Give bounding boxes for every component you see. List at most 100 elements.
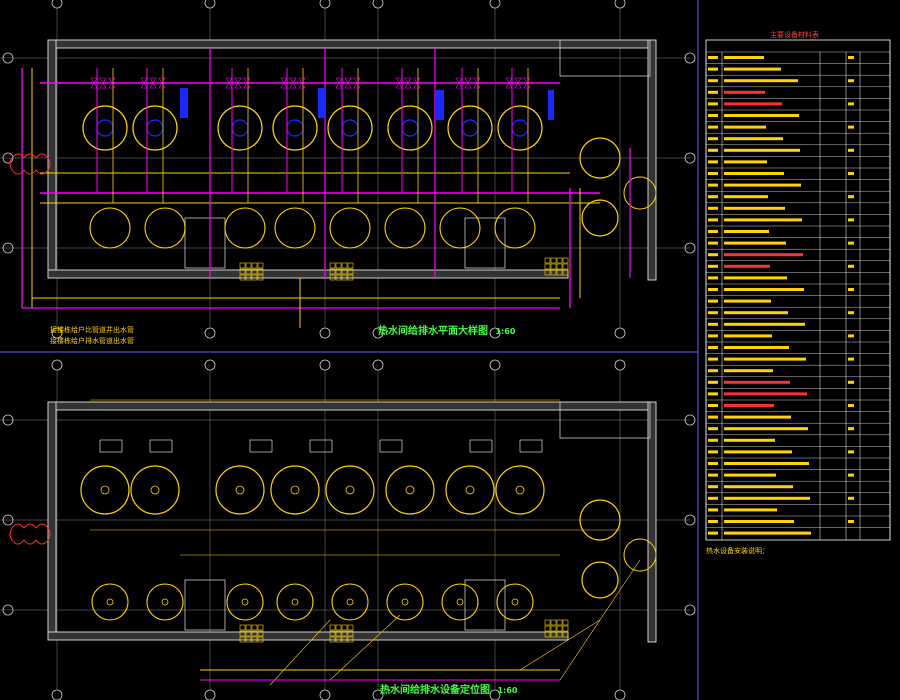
wall-bottom — [47, 631, 569, 641]
pump-icon — [245, 624, 252, 631]
water-tank-icon — [231, 119, 249, 137]
table-cell-text-mark — [708, 380, 718, 384]
pump-icon — [257, 636, 264, 643]
table-cell-text-mark — [848, 218, 854, 222]
grid-axis-bubble-icon — [319, 327, 331, 339]
water-tank-icon — [286, 119, 304, 137]
table-cell-text-mark — [708, 322, 718, 326]
table-cell-text-mark — [848, 195, 854, 199]
table-cell-text-mark — [724, 415, 791, 419]
water-tank-icon — [405, 485, 415, 495]
pump-icon — [347, 268, 354, 275]
valve-icon — [289, 77, 297, 89]
table-cell-text-mark — [708, 346, 718, 349]
water-tank-icon — [89, 207, 131, 249]
table-cell-text-mark — [708, 288, 718, 291]
water-tank-icon — [331, 583, 369, 621]
water-tank-icon — [495, 465, 545, 515]
pump-icon — [251, 262, 258, 269]
pump-icon — [239, 262, 246, 269]
water-tank-icon — [270, 465, 320, 515]
pump-icon — [544, 631, 551, 638]
table-cell-text-mark — [848, 427, 854, 431]
valve-icon — [99, 77, 107, 89]
table-cell-text-mark — [708, 531, 718, 535]
pump-icon — [251, 268, 258, 275]
grid-axis-bubble-icon — [614, 689, 626, 700]
water-tank-icon — [497, 105, 543, 151]
wall-left — [47, 401, 57, 641]
water-tank-icon — [327, 105, 373, 151]
water-tank-icon — [387, 105, 433, 151]
table-cell-text-mark — [708, 172, 718, 175]
valve-icon — [455, 77, 463, 89]
top-plan-title: 热水间给排水平面大样图 1:60 — [378, 322, 515, 337]
revision-cloud-icon — [9, 523, 51, 545]
table-cell-text-mark — [724, 79, 798, 83]
table-cell-text-mark — [724, 311, 788, 315]
equipment-tag-box — [309, 439, 333, 453]
equipment-table-footer-note: 热水设备安装说明： — [706, 547, 769, 555]
table-cell-text-mark — [708, 264, 718, 268]
grid-axis-bubble-icon — [372, 359, 384, 371]
pump-icon — [257, 262, 264, 269]
pump-icon — [550, 619, 557, 626]
leader-line — [269, 619, 331, 686]
pump-icon — [257, 274, 264, 281]
blue-return-pipe — [548, 90, 554, 120]
table-cell-text-mark — [724, 148, 800, 152]
pump-icon — [329, 630, 336, 637]
water-tank-icon — [96, 119, 114, 137]
equipment-tag-box — [469, 439, 493, 453]
table-cell-text-mark — [724, 462, 809, 465]
grid-axis-bubble-icon — [319, 359, 331, 371]
pump-icon — [341, 636, 348, 643]
blue-return-pipe — [436, 90, 444, 120]
grid-axis-bubble-icon — [684, 52, 696, 64]
leader-line — [329, 614, 401, 681]
table-cell-text-mark — [848, 404, 854, 407]
valve-icon — [353, 77, 361, 89]
table-cell-text-mark — [724, 137, 783, 141]
table-cell-text-mark — [848, 264, 854, 268]
table-cell-text-mark — [848, 380, 854, 384]
water-tank-icon — [447, 105, 493, 151]
table-cell-text-mark — [708, 450, 718, 454]
table-cell-text-mark — [724, 508, 777, 512]
table-cell-text-mark — [724, 496, 810, 500]
water-tank-icon — [132, 105, 178, 151]
water-tank-icon — [82, 105, 128, 151]
pump-icon — [335, 262, 342, 269]
pump-icon — [556, 269, 563, 276]
valve-icon — [523, 77, 531, 89]
table-cell-text-mark — [708, 357, 718, 361]
grid-axis-bubble-icon — [2, 52, 14, 64]
pump-icon — [556, 257, 563, 264]
table-cell-text-mark — [724, 485, 793, 489]
table-cell-text-mark — [724, 427, 808, 431]
table-cell-text-mark — [724, 102, 782, 106]
pump-icon — [347, 624, 354, 631]
table-cell-text-mark — [708, 79, 718, 83]
table-cell-text-mark — [708, 230, 718, 233]
table-cell-text-mark — [708, 485, 718, 489]
pump-icon — [239, 624, 246, 631]
pump-icon — [251, 624, 258, 631]
equipment-tag-box — [249, 439, 273, 453]
pump-icon — [335, 268, 342, 275]
table-cell-text-mark — [724, 56, 764, 59]
grid-axis-bubble-icon — [2, 604, 14, 616]
table-cell-text-mark — [708, 137, 718, 141]
grid-axis-bubble-icon — [51, 359, 63, 371]
top-plan-title-text: 热水间给排水平面大样图 — [378, 326, 488, 337]
table-cell-text-mark — [848, 334, 854, 338]
table-cell-text-mark — [724, 299, 771, 303]
water-tank-icon — [439, 207, 481, 249]
water-tank-icon — [581, 199, 619, 237]
pump-icon — [556, 619, 563, 626]
grid-axis-bubble-icon — [319, 0, 331, 9]
table-cell-text-mark — [708, 404, 718, 407]
table-cell-text-mark — [724, 334, 772, 338]
valve-icon — [243, 77, 251, 89]
water-tank-icon — [91, 583, 129, 621]
